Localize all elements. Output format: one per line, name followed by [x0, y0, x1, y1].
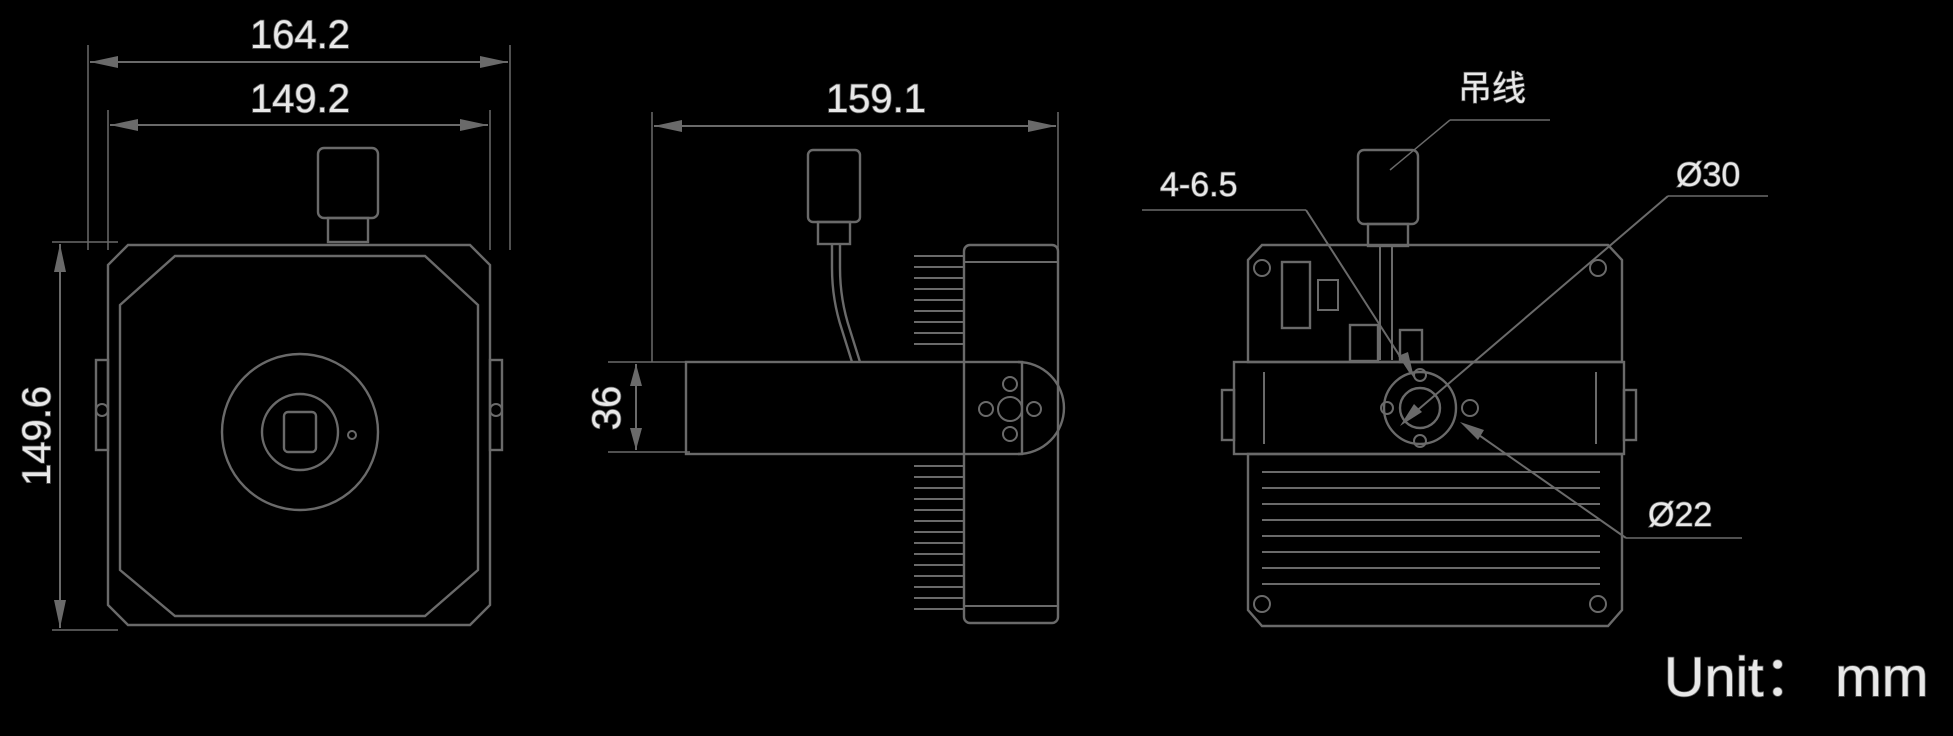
rear-heatsink-fins [1262, 471, 1600, 585]
dim-side-depth: 159.1 [826, 77, 926, 121]
label-inner-diameter: Ø22 [1648, 496, 1712, 534]
front-side-ears [94, 358, 504, 452]
dim-line-inner-width [110, 119, 488, 131]
dim-front-height: 149.6 [15, 386, 59, 486]
front-inner-body [118, 254, 480, 618]
side-cable-plug [806, 148, 862, 363]
side-heatsink [962, 243, 1060, 625]
dim-line-bracket [630, 364, 642, 450]
rear-view: 吊线 [1142, 69, 1768, 628]
dim-front-outer-width: 164.2 [250, 13, 350, 57]
side-heatsink-fins-bottom [914, 465, 964, 610]
front-view: 164.2 149.2 149.6 [14, 12, 511, 631]
rear-small-connector [1348, 323, 1424, 364]
label-cable: 吊线 [1458, 70, 1526, 108]
front-housing [106, 243, 492, 627]
rear-housing-band [1232, 360, 1626, 456]
rear-housing-bottom [1246, 452, 1624, 628]
dim-side-bracket-thickness: 36 [585, 386, 629, 431]
side-view: 159.1 36 [584, 76, 1066, 625]
rear-hub [1380, 368, 1479, 448]
dim-line-height [54, 244, 66, 628]
rear-side-ears [1220, 388, 1638, 442]
label-hole-spec: 4-6.5 [1160, 166, 1238, 204]
front-cable-plug [316, 146, 380, 244]
front-lens [220, 352, 380, 512]
dim-front-inner-width: 149.2 [250, 77, 350, 121]
unit-label: Unit： mm [1664, 645, 1928, 708]
rear-terminal-block [1280, 260, 1339, 330]
side-bracket-arm [684, 360, 1066, 456]
label-outer-diameter: Ø30 [1676, 156, 1740, 194]
rear-corner-screws [1253, 259, 1607, 613]
dim-line-depth [654, 120, 1056, 132]
side-heatsink-fins-top [914, 255, 964, 345]
dim-line-outer-width [90, 56, 508, 68]
rear-cable-plug [1356, 148, 1420, 360]
